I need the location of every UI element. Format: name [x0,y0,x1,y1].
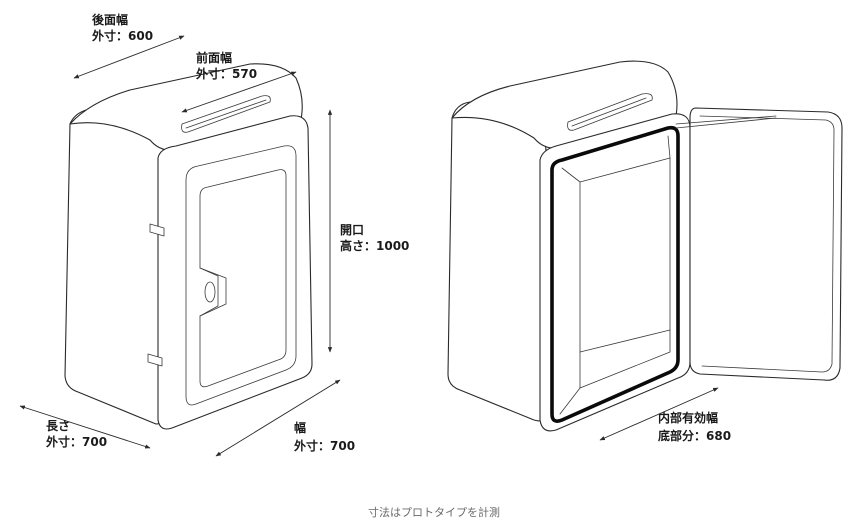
rear-width-value: 外寸：600 [92,28,153,43]
cabinet-left-side [64,109,167,425]
door-panel [185,145,297,406]
front-width-dimension-line [181,71,297,113]
open-door-inner-edge [699,115,835,373]
interior-corner-top-left [561,167,581,183]
opening-height-label: 開口 [340,223,364,237]
interior-corner-bottom-left [559,387,581,415]
interior-floor [579,329,671,353]
door-stay-cable [675,115,777,125]
length-label: 長さ [46,418,70,433]
open-vent-slot-line [571,97,647,127]
rear-width-label: 後面幅 [92,12,128,27]
inner-width-value: 底部分：680 [658,428,731,443]
hinge-lower [147,353,163,367]
opening-height-value: 高さ：1000 [340,238,409,253]
open-door [689,107,843,381]
open-cabinet-drawing [447,60,843,432]
interior-corner-top-right [667,135,671,159]
door-inner-panel [199,169,287,388]
front-width-value: 外寸：570 [196,66,257,81]
door-stay-cable-2 [675,117,777,129]
measurement-caption: 寸法はプロトタイプを計測 [368,505,500,519]
rear-width-dimension-line [73,35,185,79]
front-width-label: 前面幅 [196,50,232,65]
width-dimension-line [215,379,341,457]
door-handle [199,267,227,317]
open-roof-vent-slot [567,93,653,131]
inner-width-dimension-line [599,387,719,441]
door-gasket [550,125,680,423]
inner-width-label: 内部有効幅 [658,410,718,425]
hinge-upper [149,223,165,237]
interior-back-wall [579,157,671,389]
length-dimension-line [19,405,151,449]
handle-grip-icon [204,281,216,303]
open-cabinet-roof [451,60,678,149]
width-value: 外寸：700 [294,438,355,453]
length-value: 外寸：700 [46,434,107,449]
closed-cabinet-drawing [64,63,313,430]
width-label: 幅 [294,420,306,435]
cabinet-front-face [157,115,313,430]
open-cabinet-left-side [447,101,547,422]
